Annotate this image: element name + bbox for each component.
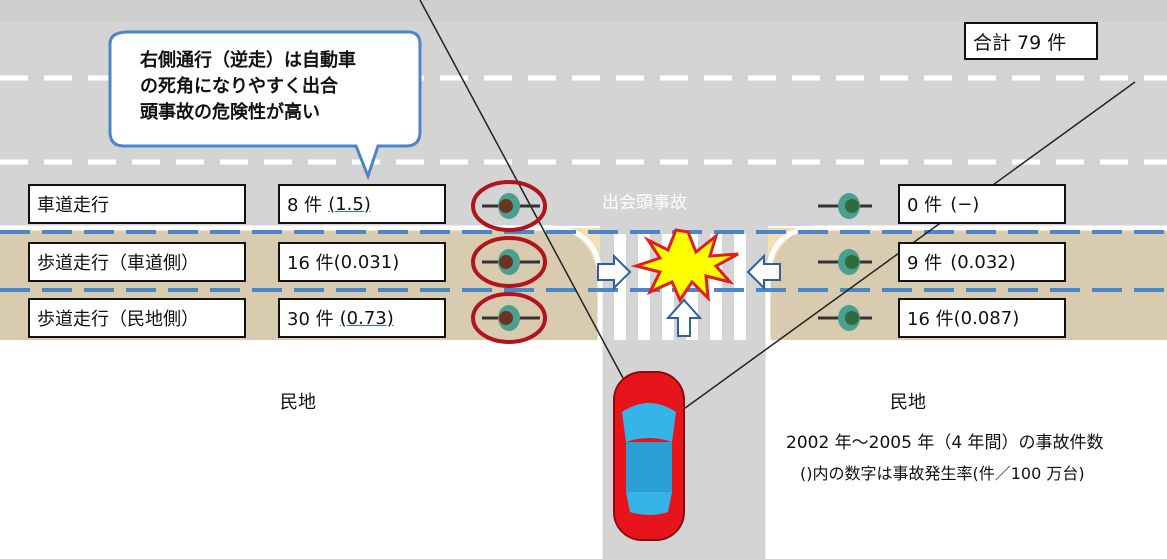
collision-label: 出会頭事故 [602, 193, 687, 213]
right-count-roadway: 0 件 (−) [898, 184, 1066, 224]
right-count-sidewalk-road: 9 件 (0.032) [898, 242, 1066, 282]
rate-value: (0.73) [339, 307, 394, 329]
cyclist-left-roadside [471, 236, 547, 288]
callout-line-2: の死角になりやすく出合 [140, 76, 338, 97]
car-icon [613, 371, 685, 541]
cyclist-right-roadside [818, 249, 872, 275]
row-label-sidewalk-land: 歩道走行（民地側） [28, 298, 246, 338]
count-value: 8 件 [287, 195, 323, 216]
right-count-sidewalk-land: 16 件(0.087) [898, 298, 1066, 338]
left-count-roadway: 8 件(1.5) [278, 184, 446, 224]
far-lane [0, 0, 1167, 22]
cyclist-right-landside [818, 305, 872, 331]
view-line-right [651, 81, 1136, 433]
count-value: 30 件 [287, 309, 334, 330]
note-rate: ()内の数字は事故発生率(件／100 万台) [800, 464, 1085, 483]
callout-line-1: 右側通行（逆走）は自動車 [140, 50, 356, 71]
cyclist-right-roadway [818, 193, 872, 219]
callout-line-3: 頭事故の危険性が高い [140, 102, 320, 123]
note-period: 2002 年～2005 年（4 年間）の事故件数 [786, 433, 1104, 453]
left-count-sidewalk-road: 16 件(0.031) [278, 242, 446, 282]
rate-value: (0.032) [950, 251, 1016, 273]
rate-value: (−) [950, 193, 980, 215]
rate-value: (1.5) [328, 193, 371, 215]
count-value: 9 件 [907, 253, 943, 274]
count-value: 0 件 [907, 195, 943, 216]
count-value: 16 件 [907, 309, 954, 330]
view-line-left [419, 0, 653, 433]
row-label-roadway: 車道走行 [28, 184, 246, 224]
land-label-right: 民地 [890, 392, 926, 413]
arrow-right-icon [597, 253, 632, 291]
collision-icon [630, 228, 739, 304]
callout-text: 右側通行（逆走）は自動車 の死角になりやすく出合 頭事故の危険性が高い [110, 32, 418, 150]
cyclist-left-landside [471, 292, 547, 344]
cyclist-left-roadway [471, 180, 547, 232]
count-value: 16 件 [287, 253, 334, 274]
total-box: 合計 79 件 [964, 22, 1098, 60]
rate-value: (0.087) [953, 307, 1020, 329]
rate-value: (0.031) [333, 251, 400, 273]
left-count-sidewalk-land: 30 件(0.73) [278, 298, 446, 338]
arrow-left-icon [746, 253, 781, 291]
land-label-left: 民地 [280, 392, 316, 413]
row-label-sidewalk-road: 歩道走行（車道側） [28, 242, 246, 282]
arrow-up-icon [665, 298, 703, 337]
speech-bubble [108, 30, 422, 181]
